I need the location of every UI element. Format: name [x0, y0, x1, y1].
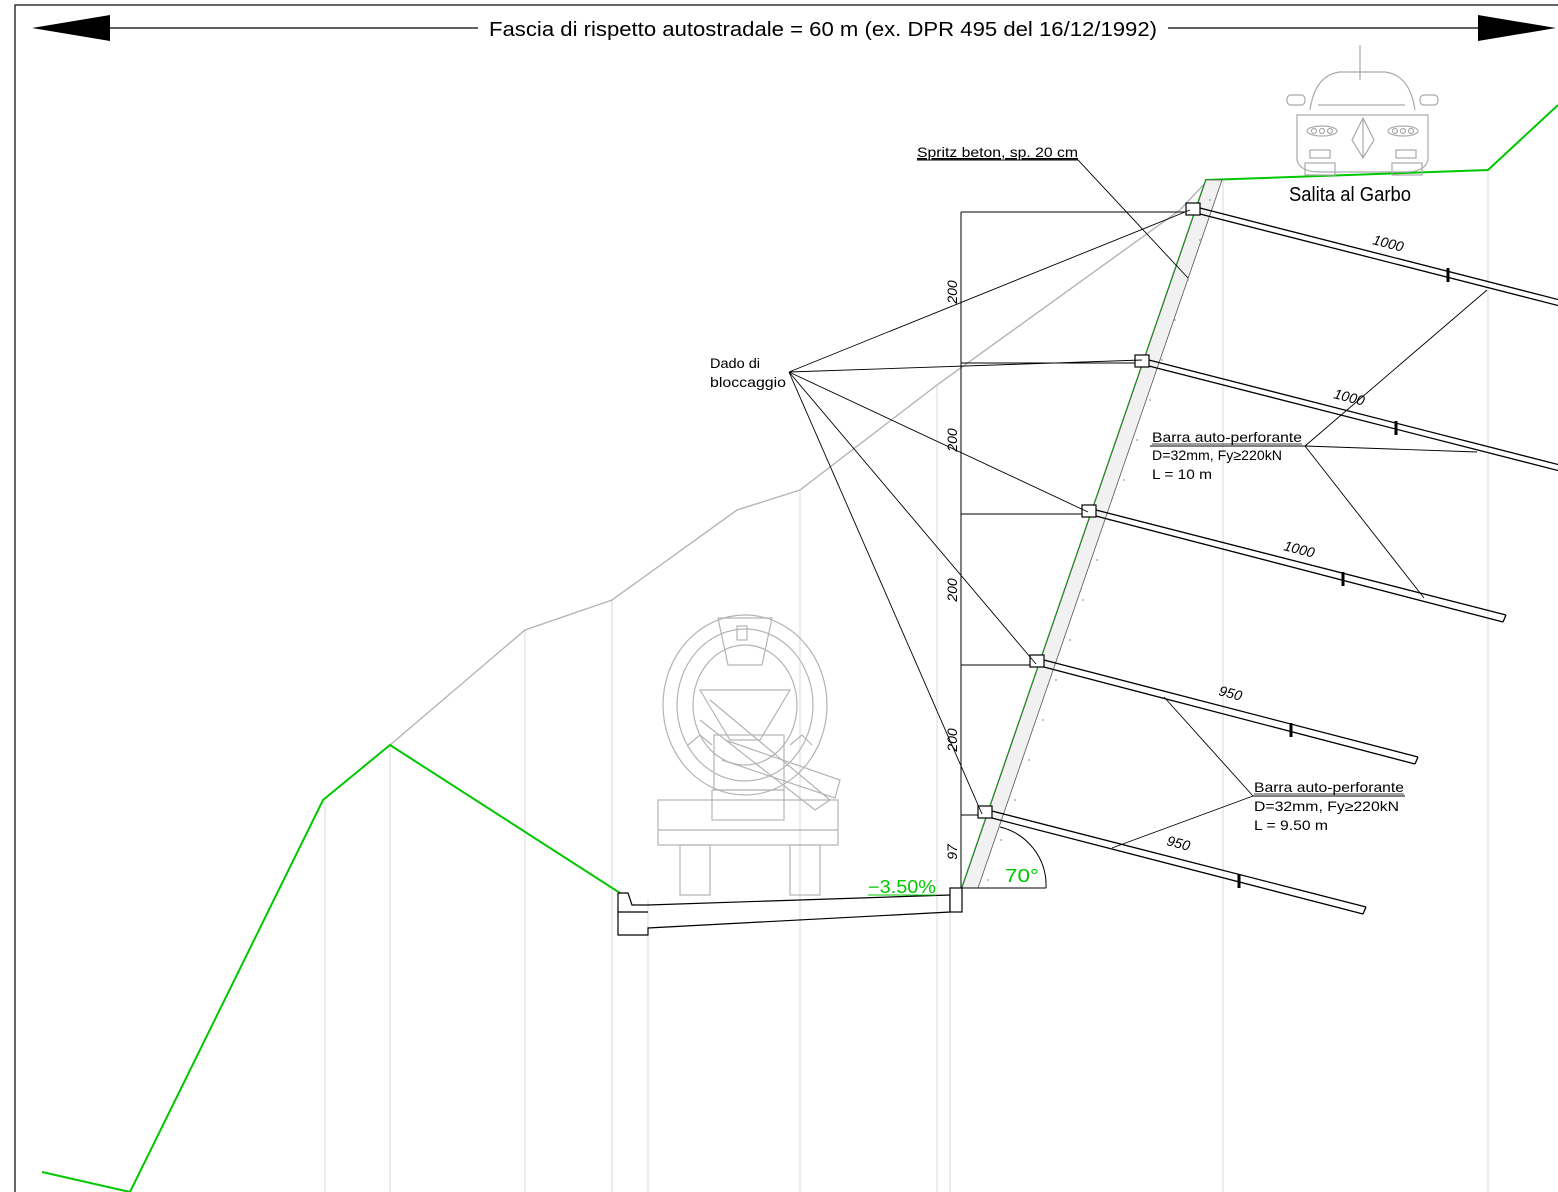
- vertical-dimension-labels: 200 200 200 200 97: [944, 280, 960, 860]
- anchor-nut-2: [1134, 354, 1150, 368]
- shotcrete-hatch: [987, 199, 1211, 881]
- dado-label-line2: bloccaggio: [710, 374, 786, 390]
- car-outline-icon: [1286, 45, 1439, 176]
- anchor-bar-4: [1029, 654, 1419, 765]
- anchor-bar-5: [977, 805, 1367, 915]
- leader-lines: [788, 159, 1488, 849]
- bar-length-3: 1000: [1282, 537, 1316, 560]
- dim-200-4: 200: [944, 728, 960, 753]
- angle-indicator: [962, 826, 1047, 889]
- barra-lower-length: L = 9.50 m: [1254, 817, 1328, 833]
- barra-upper-label: Barra auto-perforante D=32mm, Fy≥220kN L…: [1152, 429, 1302, 482]
- angle-label: 70°: [1005, 866, 1039, 886]
- bar-length-4: 950: [1217, 682, 1244, 703]
- dim-200-3: 200: [944, 578, 960, 603]
- dado-label: Dado di bloccaggio: [710, 355, 786, 390]
- bar-length-1: 1000: [1371, 231, 1405, 254]
- barra-upper-spec: D=32mm, Fy≥220kN: [1152, 447, 1282, 463]
- bar-length-5: 950: [1165, 832, 1192, 853]
- slope-label: −3.50%: [868, 877, 936, 897]
- barra-upper-title: Barra auto-perforante: [1152, 429, 1302, 445]
- dado-label-line1: Dado di: [710, 355, 760, 371]
- anchor-nut-4: [1029, 654, 1045, 668]
- arrow-left-icon: [32, 15, 110, 41]
- header-title: Fascia di rispetto autostradale = 60 m (…: [489, 19, 1157, 41]
- anchor-bars: [977, 202, 1558, 915]
- anchor-bar-2: [1134, 354, 1558, 472]
- guide-lines: [324, 170, 1489, 1192]
- road-label: Salita al Garbo: [1289, 184, 1411, 206]
- header-dimension: Fascia di rispetto autostradale = 60 m (…: [32, 15, 1556, 41]
- spritz-label: Spritz beton, sp. 20 cm: [917, 144, 1078, 160]
- roadway-section: [617, 887, 963, 936]
- barra-lower-label: Barra auto-perforante D=32mm, Fy≥220kN L…: [1254, 779, 1404, 833]
- drawing-frame: [14, 4, 1558, 1192]
- bar-length-2: 1000: [1332, 385, 1366, 408]
- arrow-right-icon: [1478, 15, 1556, 41]
- dim-97: 97: [944, 843, 960, 860]
- bar-length-labels: 1000 1000 1000 950 950: [1165, 231, 1405, 853]
- barra-lower-title: Barra auto-perforante: [1254, 779, 1404, 795]
- dim-200-1: 200: [944, 280, 960, 305]
- anchor-nut-5: [977, 805, 993, 819]
- dim-200-2: 200: [944, 428, 960, 453]
- anchor-nut-1: [1185, 202, 1201, 216]
- barra-lower-spec: D=32mm, Fy≥220kN: [1254, 798, 1399, 814]
- anchor-bar-1: [1185, 202, 1558, 307]
- existing-terrain-line: [389, 179, 1209, 746]
- barra-upper-length: L = 10 m: [1152, 466, 1212, 482]
- vertical-dimension-chain: [960, 211, 1196, 888]
- anchor-bar-3: [1081, 504, 1507, 623]
- drilling-rig-icon: [657, 614, 841, 896]
- anchor-nut-3: [1081, 504, 1097, 518]
